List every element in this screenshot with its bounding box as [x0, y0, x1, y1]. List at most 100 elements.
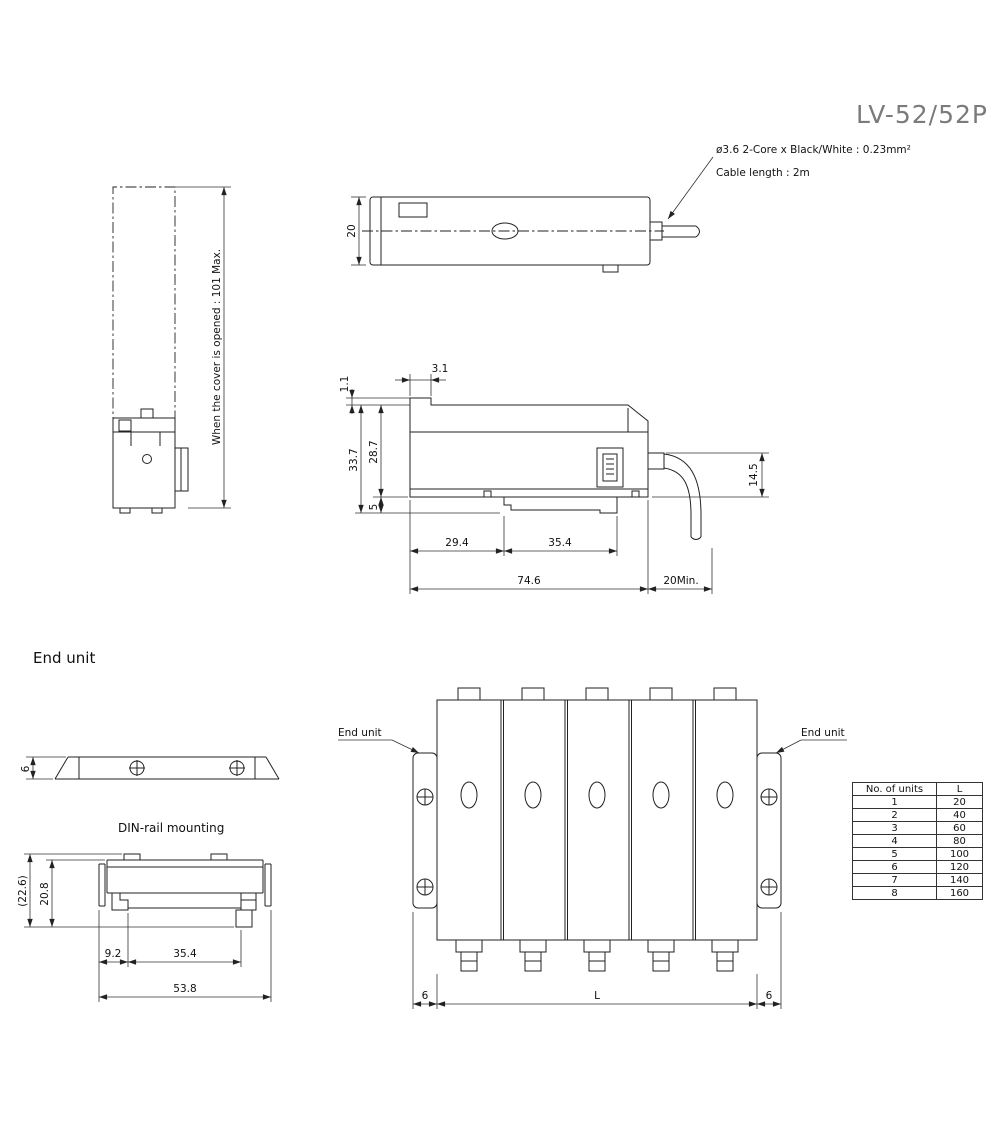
cell-units: 4 — [852, 834, 937, 848]
dims-assembly-bottom: 6 L 6 — [412, 912, 782, 1009]
cover-open-body — [112, 408, 189, 514]
cell-length: 60 — [936, 821, 983, 835]
cell-units: 8 — [852, 886, 937, 900]
din-latch — [503, 497, 618, 514]
screw-icon — [760, 878, 778, 896]
dim-28-7-text: 28.7 — [368, 440, 380, 463]
screw-icon — [229, 760, 245, 776]
cell-length: 120 — [936, 860, 983, 874]
cell-length: 40 — [936, 808, 983, 822]
dim-asm-right-6-text: 6 — [766, 990, 773, 1002]
assembly-front-view: End unit End unit 6 L 6 — [338, 687, 847, 1009]
din-view-body — [98, 853, 272, 928]
end-unit-callout-left: End unit — [338, 727, 420, 754]
cable-outer — [663, 453, 702, 537]
table-row: 4 80 — [852, 834, 983, 848]
cell-units: 2 — [852, 808, 937, 822]
cable-length-text: Cable length : 2m — [716, 167, 810, 179]
dim-end-unit-6: 6 — [20, 756, 66, 780]
fiber-connector — [519, 939, 547, 972]
assembly-units — [436, 687, 758, 972]
top-view: 20 — [346, 196, 700, 273]
table-header-length: L — [936, 782, 983, 796]
cell-units: 5 — [852, 847, 937, 861]
dim-29-4-text: 29.4 — [445, 537, 469, 549]
cable-boot — [647, 452, 665, 470]
table-header-row: No. of units L — [852, 782, 983, 796]
table-row: 1 20 — [852, 795, 983, 809]
dim-14-5: 14.5 — [652, 452, 769, 498]
side-connector — [596, 447, 624, 488]
fiber-connector — [711, 939, 739, 972]
cell-units: 6 — [852, 860, 937, 874]
cell-length: 20 — [936, 795, 983, 809]
din-release-tab — [235, 909, 253, 928]
dim-14-5-text: 14.5 — [748, 463, 760, 486]
cell-length: 80 — [936, 834, 983, 848]
cable-leader-line — [667, 156, 714, 220]
end-unit-top-view: 6 — [20, 756, 280, 780]
cell-length: 140 — [936, 873, 983, 887]
end-unit-plate — [54, 756, 280, 780]
din-rail-mounting-view: DIN-rail mounting — [17, 821, 272, 1002]
dims-bottom: 29.4 35.4 74.6 20Min. — [409, 500, 713, 594]
dim-din-35-4-text: 35.4 — [173, 948, 197, 960]
cable-annotation: ø3.6 2-Core x Black/White : 0.23mm² Cabl… — [667, 144, 911, 220]
table-row: 6 120 — [852, 860, 983, 874]
dim-33-7: 33.7 — [348, 405, 500, 514]
cell-length: 160 — [936, 886, 983, 900]
din-hook-left — [111, 893, 129, 911]
cell-length: 100 — [936, 847, 983, 861]
din-hook-right — [240, 893, 257, 911]
dim-1-1-text: 1.1 — [339, 376, 351, 393]
dim-33-7-text: 33.7 — [348, 448, 360, 471]
screw-icon — [760, 788, 778, 806]
cell-units: 1 — [852, 795, 937, 809]
dim-9-2-text: 9.2 — [105, 948, 122, 960]
dim-28-7: 28.7 — [368, 405, 408, 498]
dim-5-text: 5 — [368, 504, 380, 511]
screw-icon — [416, 788, 434, 806]
dim-35-4-text: 35.4 — [548, 537, 572, 549]
dim-5: 5 — [368, 497, 384, 513]
main-side-view: 3.1 1.1 33.7 28.7 5 14.5 — [339, 363, 769, 594]
end-plate-right — [264, 863, 272, 907]
fiber-connector — [647, 939, 675, 972]
units-length-table: No. of units L 1 20 2 40 3 60 4 80 5 100… — [852, 782, 983, 900]
dim-din-22-6: (22.6) — [17, 853, 234, 928]
din-rail-label: DIN-rail mounting — [118, 821, 224, 835]
dim-22-6-text: (22.6) — [17, 875, 29, 907]
page-title: LV-52/52P — [856, 100, 988, 129]
dim-20-text: 20 — [346, 224, 358, 237]
end-plate-left — [98, 863, 106, 907]
dim-74-6-text: 74.6 — [517, 575, 541, 587]
screw-icon — [129, 760, 145, 776]
dim-20-8-text: 20.8 — [39, 882, 51, 905]
dim-6-text: 6 — [20, 765, 32, 772]
dim-3-1-text: 3.1 — [432, 363, 449, 375]
end-unit-heading: End unit — [33, 649, 95, 667]
end-unit-right-label: End unit — [801, 727, 845, 739]
end-unit-left-label: End unit — [338, 727, 382, 739]
side-view-cover-open: When the cover is opened : 101 Max. — [112, 186, 231, 514]
table-row: 7 140 — [852, 873, 983, 887]
dims-din-bottom: 9.2 35.4 53.8 — [98, 910, 272, 1002]
table-row: 2 40 — [852, 808, 983, 822]
table-row: 3 60 — [852, 821, 983, 835]
fiber-connector — [455, 939, 483, 972]
dim-cover-open-101: When the cover is opened : 101 Max. — [175, 186, 231, 509]
dim-din-20-8: 20.8 — [39, 859, 105, 927]
top-view-body — [369, 196, 700, 273]
dim-top-view-20: 20 — [346, 196, 366, 266]
cell-units: 3 — [852, 821, 937, 835]
fiber-connector — [583, 939, 611, 972]
dim-asm-L-text: L — [594, 990, 600, 1002]
dim-53-8-text: 53.8 — [173, 983, 196, 995]
table-row: 5 100 — [852, 847, 983, 861]
cover-open-note: When the cover is opened : 101 Max. — [211, 249, 223, 445]
screw-icon — [416, 878, 434, 896]
phantom-open-cover-outline — [112, 186, 176, 428]
end-unit-plate-right — [756, 752, 782, 909]
dim-3-1: 3.1 — [395, 363, 448, 396]
